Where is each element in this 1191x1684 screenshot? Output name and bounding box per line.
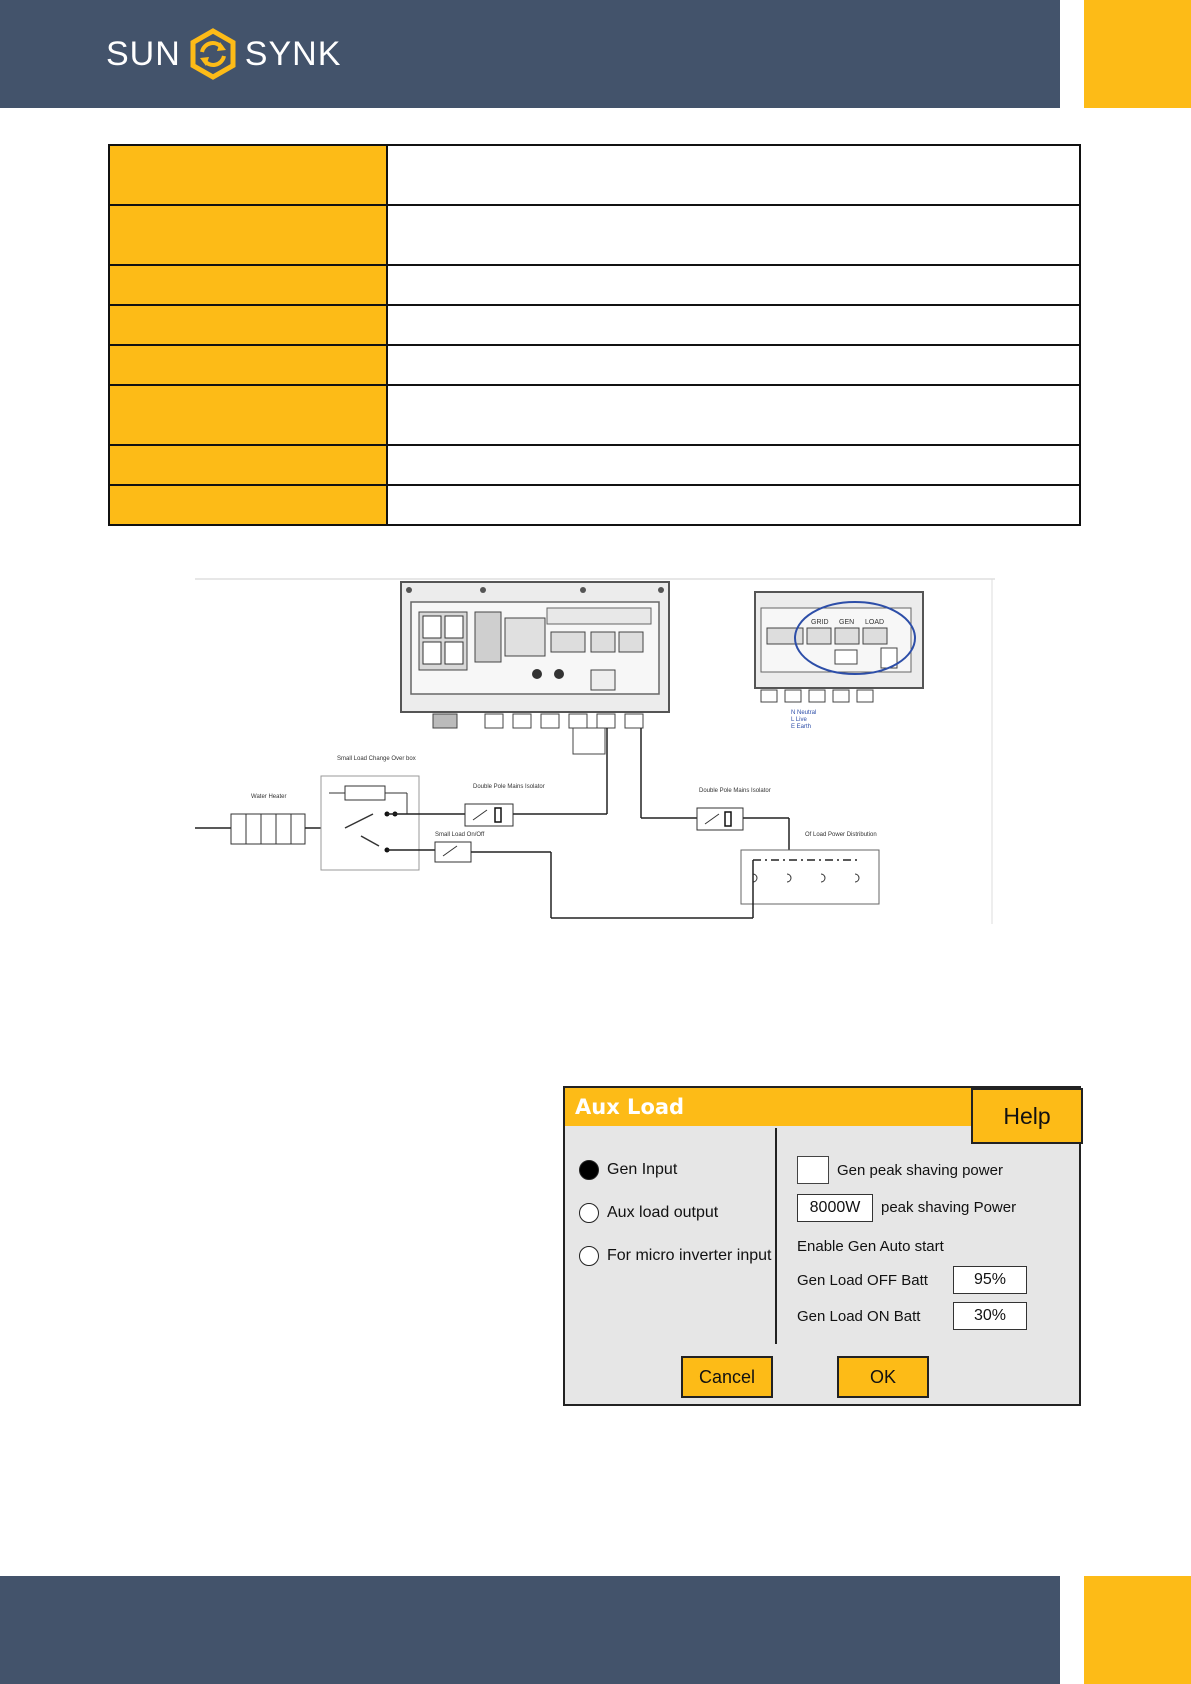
inverter-a [400,581,670,755]
label-small-load: Small Load On/Off [435,832,485,838]
help-button[interactable]: Help [971,1088,1083,1144]
table-row [108,264,1081,306]
table-value-cell [386,384,1081,446]
wiring-diagram: GRID GEN LOAD N Neutral L Live E Earth W… [195,574,995,924]
radio-micro-inverter-input[interactable] [579,1246,599,1266]
label-gen: GEN [839,619,854,626]
table-key-cell [108,304,388,346]
ok-button[interactable]: OK [837,1356,929,1398]
option-label: For micro inverter input [607,1247,772,1264]
aux-load-dialog: Aux Load Help Gen Input Aux load output … [563,1086,1083,1406]
label-isolator-1: Double Pole Mains Isolator [473,784,545,790]
radio-gen-input[interactable] [579,1160,599,1180]
gen-load-on-batt-label: Gen Load ON Batt [797,1308,921,1325]
table-value-cell [386,344,1081,386]
gen-peak-shaving-label: Gen peak shaving power [837,1162,1003,1179]
label-change-over: Small Load Change Over box [337,756,416,762]
label-grid: GRID [811,619,829,626]
gen-peak-shaving-checkbox[interactable] [797,1156,829,1184]
table-key-cell [108,264,388,306]
table-value-cell [386,444,1081,486]
table-key-cell [108,144,388,206]
table-value-cell [386,204,1081,266]
logo-text-right: SYNK [244,34,342,73]
table-row [108,384,1081,446]
gen-load-off-batt-label: Gen Load OFF Batt [797,1272,928,1289]
table-row [108,204,1081,266]
option-label: Aux load output [607,1204,719,1221]
header-accent [1084,0,1191,108]
dialog-title: Aux Load [575,1095,685,1119]
header-bar: SUN SYNK [0,0,1060,108]
table-key-cell [108,384,388,446]
option-label: Gen Input [607,1161,678,1178]
logo-emblem-icon [190,28,236,80]
radio-aux-load-output[interactable] [579,1203,599,1223]
label-live: L Live [791,717,807,723]
label-neutral: N Neutral [791,710,816,716]
gen-load-on-batt-input[interactable]: 30% [953,1302,1027,1330]
table-row [108,144,1081,206]
table-value-cell [386,304,1081,346]
footer-accent [1084,1576,1191,1684]
table-key-cell [108,444,388,486]
peak-shaving-power-label: peak shaving Power [881,1199,1017,1216]
table-key-cell [108,484,388,526]
table-row [108,304,1081,346]
peak-shaving-power-input[interactable]: 8000W [797,1194,873,1222]
gen-load-off-batt-input[interactable]: 95% [953,1266,1027,1294]
label-load: LOAD [865,619,884,626]
table-value-cell [386,484,1081,526]
enable-gen-auto-start-label: Enable Gen Auto start [797,1238,944,1255]
cancel-button[interactable]: Cancel [681,1356,773,1398]
option-aux-load-output[interactable]: Aux load output [579,1203,718,1223]
sunsynk-logo: SUN SYNK [106,26,341,82]
table-key-cell [108,344,388,386]
dialog-divider [775,1128,777,1344]
option-gen-input[interactable]: Gen Input [579,1160,677,1180]
inverter-b: GRID GEN LOAD N Neutral L Live E Earth [754,591,924,730]
label-water-heater: Water Heater [251,794,286,800]
table-key-cell [108,204,388,266]
label-isolator-2: Double Pole Mains Isolator [699,788,771,794]
table-value-cell [386,144,1081,206]
option-micro-inverter-input[interactable]: For micro inverter input [579,1246,772,1266]
table-row [108,444,1081,486]
label-distribution: Of Load Power Distribution [805,832,877,838]
label-earth: E Earth [791,724,811,730]
footer-bar [0,1576,1060,1684]
table-value-cell [386,264,1081,306]
spec-table [108,144,1081,526]
table-row [108,344,1081,386]
table-row [108,484,1081,526]
logo-text-left: SUN [106,34,181,73]
